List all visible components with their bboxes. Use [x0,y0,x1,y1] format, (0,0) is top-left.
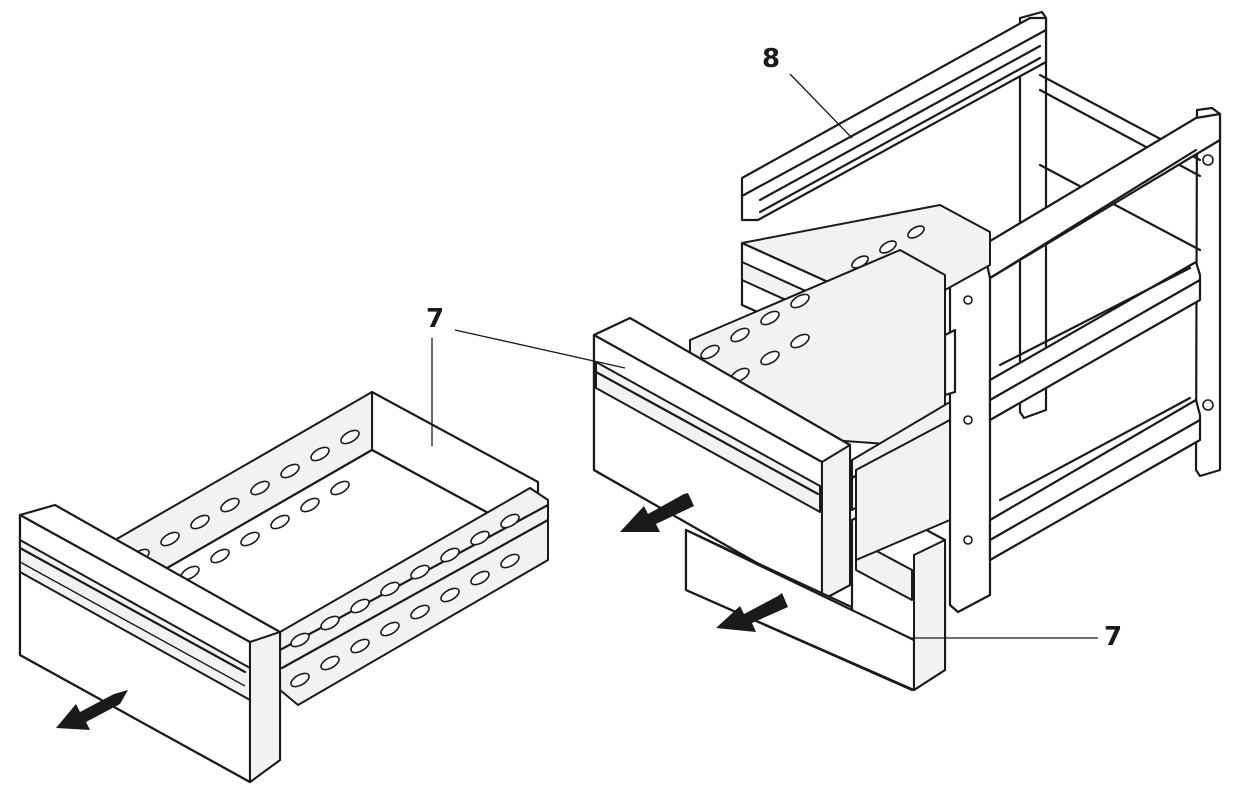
pull-arrows [56,493,788,730]
cabinet-frame [740,10,1222,614]
callout-lower-drawer: 7 [1104,622,1123,652]
callout-leaders [431,73,1098,639]
pull-arrow-lower [716,593,788,632]
callout-loose-drawer: 7 [426,304,445,334]
lower-drawer [684,419,951,692]
basket-slots-right [290,513,520,688]
loose-drawer [18,390,550,784]
pull-arrow-left [56,690,128,730]
pull-arrow-upper [620,493,694,532]
leader-front-drawer [454,329,626,369]
callout-top-rail: 8 [762,44,781,74]
top-rail [740,16,1048,222]
leader-top-rail [789,73,853,139]
